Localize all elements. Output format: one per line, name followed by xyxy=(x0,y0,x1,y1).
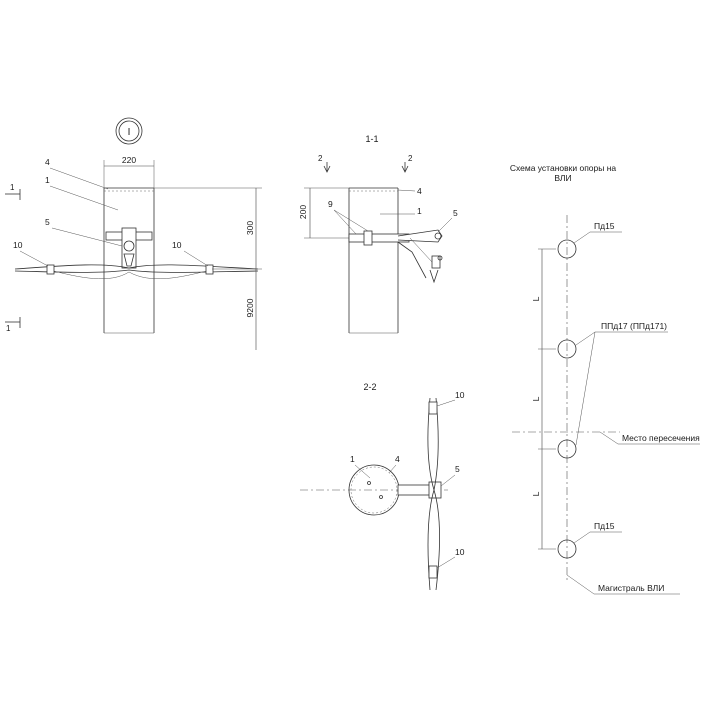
scheme-title-line2: ВЛИ xyxy=(554,173,571,183)
clamp-pin xyxy=(434,232,442,240)
leader-2-2-5 xyxy=(440,474,456,487)
callout-10-right: 10 xyxy=(172,240,182,250)
bracket-bolt xyxy=(123,240,135,252)
dim-top-offset-value: 300 xyxy=(245,221,255,235)
span-label-1: L xyxy=(531,296,541,301)
pole-cross-section-inner xyxy=(350,466,398,514)
bracket-brace xyxy=(397,241,427,279)
wire-spacer-right xyxy=(205,264,214,275)
leader-2-2-10-bottom xyxy=(436,556,456,569)
section-2-2-bracket xyxy=(397,484,431,496)
section-1-1-title: 1-1 xyxy=(365,134,378,144)
front-view: I 220 300 9200 1 1 xyxy=(5,117,262,350)
callout-10-left: 10 xyxy=(13,240,23,250)
leader-10-left xyxy=(19,250,49,267)
leader-1 xyxy=(49,185,119,211)
dim-width-value: 220 xyxy=(122,155,136,165)
installation-scheme: Схема установки опоры на ВЛИ L L L Пд15 … xyxy=(510,163,700,595)
callout-2-2-4: 4 xyxy=(395,454,400,464)
pole-pd15-bottom xyxy=(557,539,577,559)
leader-main-line xyxy=(566,574,595,595)
wire-sag-loop xyxy=(49,269,211,280)
clamp-bolt xyxy=(437,255,443,261)
callout-1-1-5: 5 xyxy=(453,208,458,218)
suspension-link xyxy=(409,237,433,263)
leader-pd15-top xyxy=(573,231,591,244)
wire-spacer-top xyxy=(428,401,438,415)
section-2-2-title: 2-2 xyxy=(363,382,376,392)
cross-section-point-2 xyxy=(379,495,383,499)
callout-2-2-10-top: 10 xyxy=(455,390,465,400)
pole-pd15-top xyxy=(557,239,577,259)
section-arrow-top-label: 1 xyxy=(10,183,15,192)
dim-height-value: 9200 xyxy=(245,298,255,317)
leader-2-2-10-top xyxy=(436,399,456,407)
arrow-2-right-head xyxy=(401,165,409,173)
arrow-2-left-head xyxy=(323,165,331,173)
leader-2-2-4 xyxy=(388,464,397,474)
leader-1-1-4 xyxy=(397,189,416,192)
wire-hook xyxy=(429,269,439,284)
bracket-extension xyxy=(397,229,443,243)
leader-9a xyxy=(333,209,357,235)
callout-1: 1 xyxy=(45,175,50,185)
leader-1-1-5 xyxy=(437,217,453,233)
leader-ppd17-a xyxy=(575,331,596,346)
scheme-title-line1: Схема установки опоры на xyxy=(510,163,617,173)
leader-9b xyxy=(333,209,369,232)
callout-4: 4 xyxy=(45,157,50,167)
callout-5: 5 xyxy=(45,217,50,227)
pole-ppd17 xyxy=(557,339,577,359)
section-2-2-view: 2-2 1 4 5 10 10 xyxy=(300,382,465,591)
label-pd15-bottom: Пд15 xyxy=(594,521,615,531)
bracket-clamp xyxy=(363,230,373,246)
label-pd15-top: Пд15 xyxy=(594,221,615,231)
section-1-1-view: 1-1 2 2 200 9 4 1 xyxy=(298,134,458,334)
wire-vertical-right xyxy=(433,397,440,591)
label-crossing: Место пересечения xyxy=(622,433,700,443)
cross-section-point-1 xyxy=(367,481,371,485)
wire-spacer-bottom xyxy=(428,565,438,579)
callout-2-2-5: 5 xyxy=(455,464,460,474)
callout-1-1-4: 4 xyxy=(417,186,422,196)
wire-spacer-left xyxy=(46,264,55,275)
bracket-hook xyxy=(123,253,135,267)
view-marker-label: I xyxy=(128,127,131,138)
label-ppd17: ППд17 (ППд171) xyxy=(601,321,667,331)
leader-ppd17-b xyxy=(575,331,596,446)
arrow-2-left-label: 2 xyxy=(318,154,323,163)
leader-crossing xyxy=(599,431,619,445)
section-arrow-bottom-label: 1 xyxy=(6,324,11,333)
section-2-2-clamp xyxy=(428,481,442,499)
span-label-3: L xyxy=(531,491,541,496)
callout-9: 9 xyxy=(328,199,333,209)
span-label-2: L xyxy=(531,396,541,401)
callout-2-2-10-bottom: 10 xyxy=(455,547,465,557)
view-marker-circle xyxy=(115,117,143,145)
pole-ppd17-lower xyxy=(557,439,577,459)
label-main-line: Магистраль ВЛИ xyxy=(598,583,664,593)
leader-10-right xyxy=(183,250,209,267)
leader-4 xyxy=(49,167,109,190)
suspension-clamp xyxy=(431,255,441,269)
leader-2-2-1 xyxy=(354,464,371,479)
leader-5 xyxy=(51,227,123,247)
callout-1-1-1: 1 xyxy=(417,206,422,216)
view-marker-inner-circle xyxy=(118,120,140,142)
arrow-2-right-label: 2 xyxy=(408,154,413,163)
callout-2-2-1: 1 xyxy=(350,454,355,464)
leader-pd15-bottom xyxy=(573,531,591,544)
dim-side-value: 200 xyxy=(298,205,308,219)
